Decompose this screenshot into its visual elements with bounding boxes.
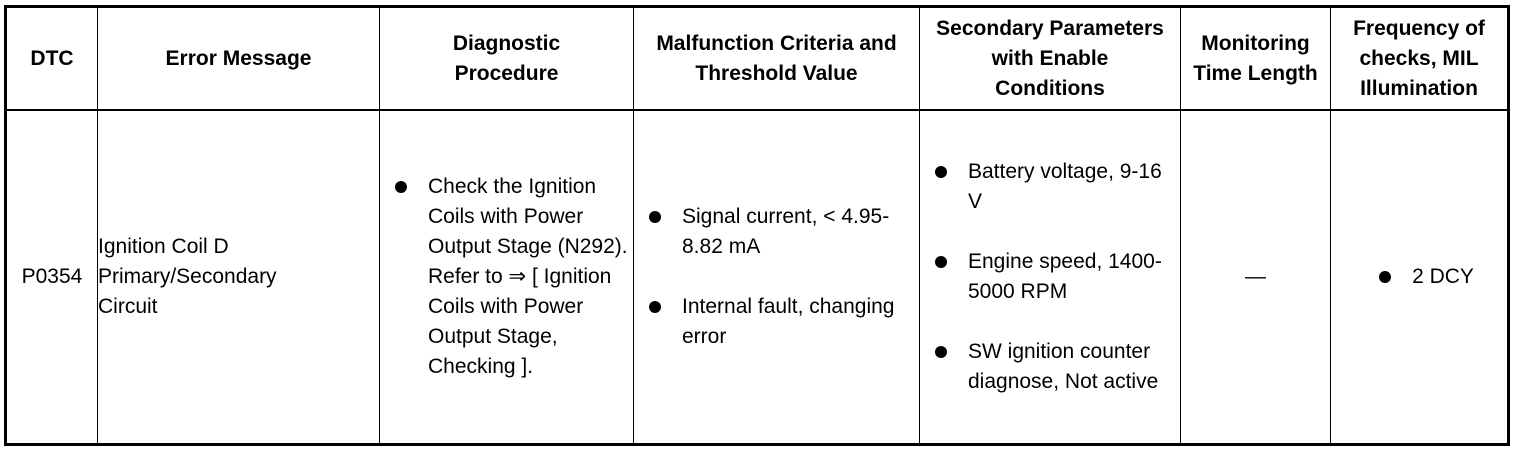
bullet-icon bbox=[649, 211, 661, 223]
malfunction-criteria-list: Signal current, < 4.95-8.82 mA Internal … bbox=[634, 202, 919, 352]
criteria-text: Signal current, < 4.95-8.82 mA bbox=[682, 205, 890, 258]
parameter-text: SW ignition counter diagnose, Not active bbox=[968, 340, 1159, 393]
list-item: Signal current, < 4.95-8.82 mA bbox=[634, 202, 919, 262]
header-dtc: DTC bbox=[5, 6, 98, 111]
header-secondary-parameters-text: Secondary Parameters with Enable Conditi… bbox=[936, 16, 1164, 100]
header-diagnostic-procedure: Diagnostic Procedure bbox=[379, 6, 634, 111]
header-monitoring-time-text: Monitoring Time Length bbox=[1193, 31, 1318, 85]
cell-frequency: 2 DCY bbox=[1330, 109, 1509, 445]
header-secondary-parameters: Secondary Parameters with Enable Conditi… bbox=[919, 6, 1181, 111]
list-item: Engine speed, 1400-5000 RPM bbox=[920, 247, 1180, 307]
header-monitoring-time: Monitoring Time Length bbox=[1180, 6, 1331, 111]
header-row: DTC Error Message Diagnostic Procedure M… bbox=[5, 6, 1509, 111]
frequency-list: 2 DCY bbox=[1364, 262, 1474, 292]
header-malfunction-criteria-text: Malfunction Criteria and Threshold Value bbox=[656, 31, 897, 85]
criteria-text: Internal fault, changing error bbox=[682, 295, 895, 348]
table-row: P0354 Ignition Coil D Primary/Secondary … bbox=[5, 109, 1509, 445]
frequency-text: 2 DCY bbox=[1412, 265, 1474, 288]
bullet-icon bbox=[935, 346, 947, 358]
parameter-text: Engine speed, 1400-5000 RPM bbox=[968, 250, 1162, 303]
cell-diagnostic-procedure: Check the Ignition Coils with Power Outp… bbox=[379, 109, 634, 445]
dtc-table: DTC Error Message Diagnostic Procedure M… bbox=[4, 5, 1510, 446]
cell-malfunction-criteria: Signal current, < 4.95-8.82 mA Internal … bbox=[633, 109, 920, 445]
diagnostic-procedure-list: Check the Ignition Coils with Power Outp… bbox=[380, 172, 633, 382]
error-message-text: Ignition Coil D Primary/Secondary Circui… bbox=[98, 235, 277, 318]
header-error-message: Error Message bbox=[97, 6, 380, 111]
header-diagnostic-procedure-text: Diagnostic Procedure bbox=[452, 31, 561, 85]
bullet-icon bbox=[1379, 271, 1392, 283]
bullet-icon bbox=[935, 256, 947, 268]
cell-monitoring-time: — bbox=[1180, 109, 1331, 445]
list-item: 2 DCY bbox=[1364, 262, 1474, 292]
list-item: SW ignition counter diagnose, Not active bbox=[920, 337, 1180, 397]
header-frequency-text: Frequency of checks, MIL Illumination bbox=[1353, 16, 1485, 100]
cell-dtc: P0354 bbox=[5, 109, 98, 445]
parameter-text: Battery voltage, 9-16 V bbox=[968, 160, 1162, 213]
bullet-icon bbox=[649, 301, 661, 313]
header-malfunction-criteria: Malfunction Criteria and Threshold Value bbox=[633, 6, 920, 111]
secondary-parameters-list: Battery voltage, 9-16 V Engine speed, 14… bbox=[920, 157, 1180, 397]
bullet-icon bbox=[935, 166, 947, 178]
header-frequency: Frequency of checks, MIL Illumination bbox=[1330, 6, 1509, 111]
procedure-text: Check the Ignition Coils with Power Outp… bbox=[428, 175, 628, 378]
cell-error-message: Ignition Coil D Primary/Secondary Circui… bbox=[97, 109, 380, 445]
list-item: Check the Ignition Coils with Power Outp… bbox=[380, 172, 633, 382]
list-item: Battery voltage, 9-16 V bbox=[920, 157, 1180, 217]
cell-secondary-parameters: Battery voltage, 9-16 V Engine speed, 14… bbox=[919, 109, 1181, 445]
list-item: Internal fault, changing error bbox=[634, 292, 919, 352]
bullet-icon bbox=[395, 181, 407, 193]
